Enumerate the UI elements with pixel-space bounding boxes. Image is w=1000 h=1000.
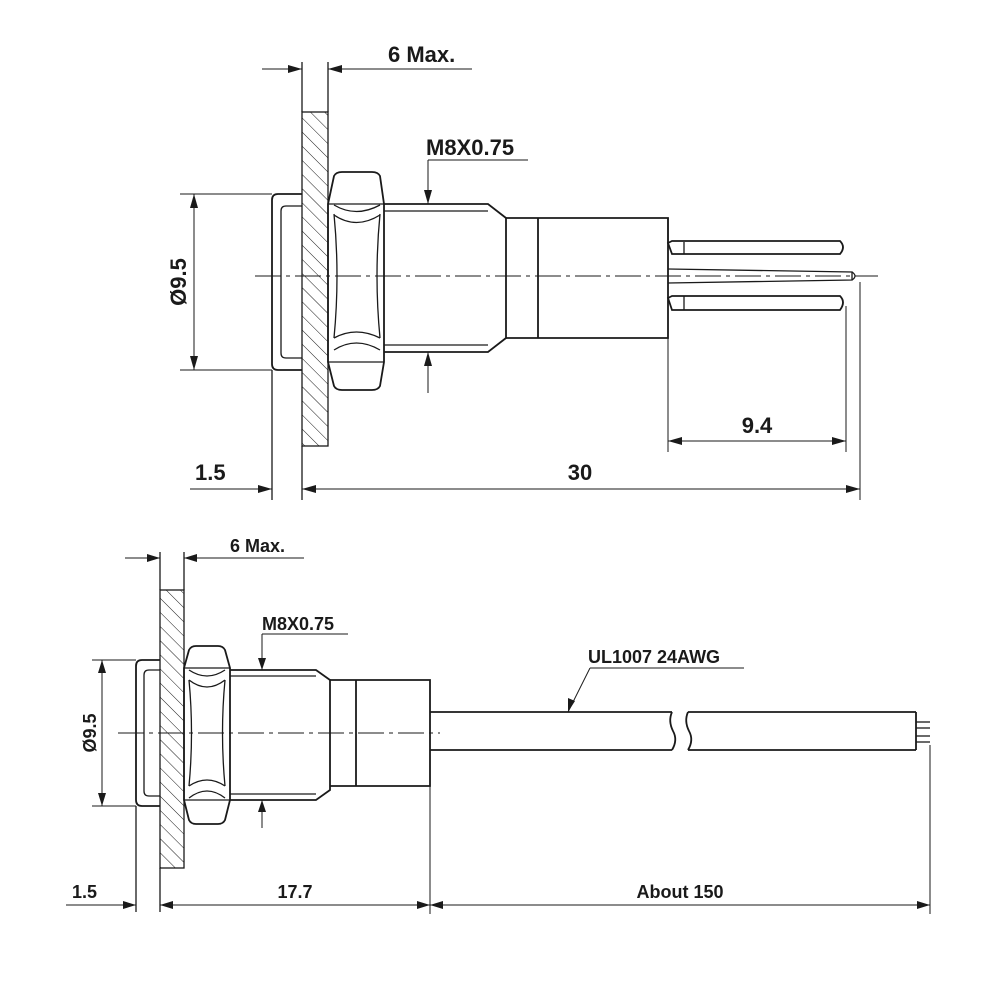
dim-panel-thickness: 6 Max. [262,42,472,73]
label-pin-length: 9.4 [742,413,773,438]
label-thread: M8X0.75 [426,135,514,160]
hex-nut [327,171,385,391]
dim-diameter: Ø9.5 [166,193,272,371]
label-thread: M8X0.75 [262,614,334,634]
panel-section [159,589,185,869]
panel-section [301,111,329,447]
label-length: 30 [568,460,592,485]
label-diameter: Ø9.5 [166,258,191,306]
label-wire-length: About 150 [636,882,723,902]
dim-flange-thickness: 1.5 [190,460,316,493]
wire-version-view: 6 Max. M8X0.75 UL1007 24AWG Ø9.5 [66,536,931,914]
label-body-length: 17.7 [277,882,312,902]
label-panel-thickness: 6 Max. [388,42,455,67]
pin-version-view: 6 Max. M8X0.75 Ø9.5 1.5 [166,42,878,500]
threaded-body [384,203,507,353]
bezel-flange [135,659,160,912]
dim-panel-thickness: 6 Max. [125,536,304,562]
label-wire: UL1007 24AWG [588,647,720,667]
dim-flange-thickness: 1.5 [66,882,173,909]
dim-pin-length: 9.4 [667,296,847,452]
terminal-pins [666,240,856,311]
wire-callout: UL1007 24AWG [567,647,744,713]
thread-callout: M8X0.75 [424,135,528,393]
lead-wire [430,711,930,751]
bezel-flange [271,193,302,500]
dim-total-length: 30 [302,282,861,500]
threaded-body [230,669,331,801]
label-flange: 1.5 [72,882,97,902]
label-diameter: Ø9.5 [80,713,100,752]
dim-diameter: Ø9.5 [80,659,136,807]
rear-housing [506,217,669,339]
dim-body-length: 17.7 [160,786,431,914]
label-panel-thickness: 6 Max. [230,536,285,556]
thread-callout: M8X0.75 [258,614,348,828]
dim-wire-length: About 150 [430,745,931,914]
hex-nut [183,645,231,825]
label-flange: 1.5 [195,460,226,485]
